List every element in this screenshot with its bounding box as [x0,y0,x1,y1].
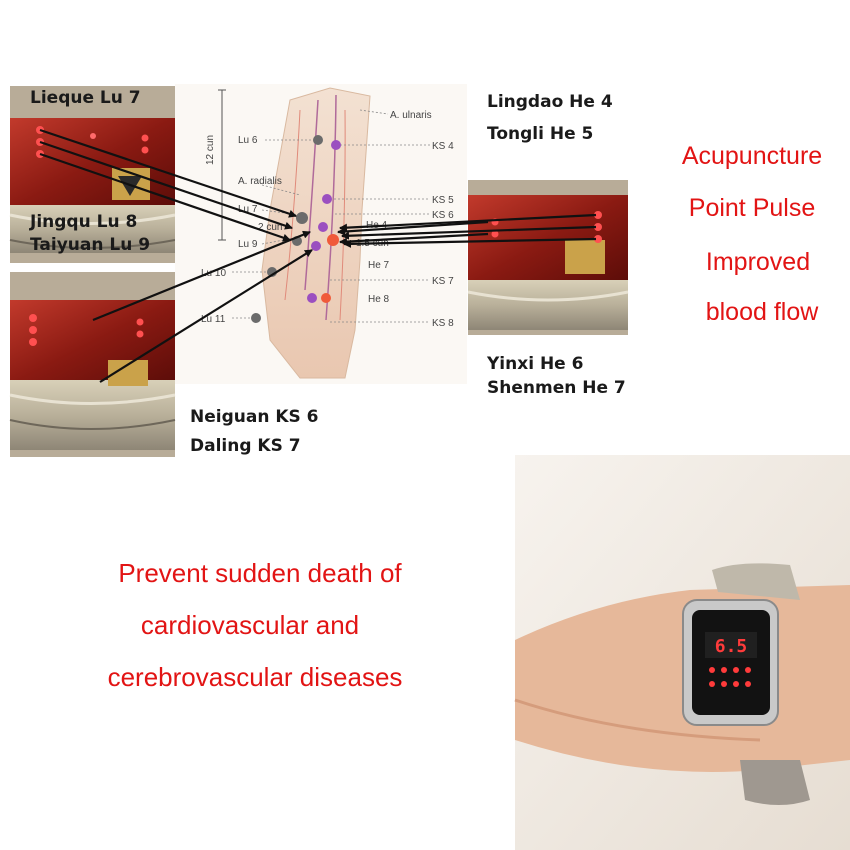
acupoint-lu11 [251,313,261,323]
label-lingdao-he4: Lingdao He 4 [487,92,613,112]
watch-display-text: 6.5 [715,636,748,657]
label-tongli-he5: Tongli He 5 [487,124,594,144]
label-2-cun: 2 cun [258,222,282,233]
prevent-line-2: cardiovascular and [140,610,360,640]
wrist-photo: 6.5 [514,455,850,850]
label-lu10: Lu 10 [201,268,226,279]
acupoint-ks4 [331,140,341,150]
device-photo-top-left [9,86,176,263]
label-daling-ks7: Daling KS 7 [190,436,301,456]
benefit-blood-flow: blood flow [705,298,819,326]
acupoint-he8 [321,293,331,303]
acupoint-ks7 [311,241,321,251]
acupoint-ks8 [307,293,317,303]
label-ks8: KS 8 [432,318,454,329]
label-ks4: KS 4 [432,141,454,152]
point-arrows [39,128,597,383]
benefit-acupuncture: Acupuncture [681,142,823,170]
acupoint-he7 [327,234,339,246]
prevent-line-3: cerebrovascular diseases [107,662,403,692]
label-lu9: Lu 9 [238,239,258,250]
label-ks6: KS 6 [432,210,454,221]
label-a-ulnaris: A. ulnaris [390,110,432,121]
label-lu6: Lu 6 [238,135,258,146]
label-he8: He 8 [368,294,390,305]
prevent-line-1: Prevent sudden death of [118,558,402,588]
label-ks5: KS 5 [432,195,454,206]
label-a-radialis: A. radialis [238,176,282,187]
label-lieque-lu7: Lieque Lu 7 [30,88,141,108]
acupoint-ks6 [318,222,328,232]
benefit-point-pulse: Point Pulse [688,194,816,222]
acupoint-lu7 [296,212,308,224]
label-ks7: KS 7 [432,276,454,287]
label-shenmen-he7: Shenmen He 7 [487,378,626,398]
label-jingqu-lu8: Jingqu Lu 8 [30,212,138,232]
device-photo-bottom-left [9,272,176,457]
acupoint-lu6 [313,135,323,145]
label-lu11: Lu 11 [201,314,226,325]
label-neiguan-ks6: Neiguan KS 6 [190,407,319,427]
device-photo-right [467,180,629,335]
label-he7: He 7 [368,260,390,271]
label-12-cun: 12 cun [205,135,216,165]
acupoint-ks5 [322,194,332,204]
benefit-improved: Improved [705,248,811,276]
label-taiyuan-lu9: Taiyuan Lu 9 [30,235,151,255]
label-yinxi-he6: Yinxi He 6 [487,354,584,374]
label-lu7: Lu 7 [238,204,258,215]
